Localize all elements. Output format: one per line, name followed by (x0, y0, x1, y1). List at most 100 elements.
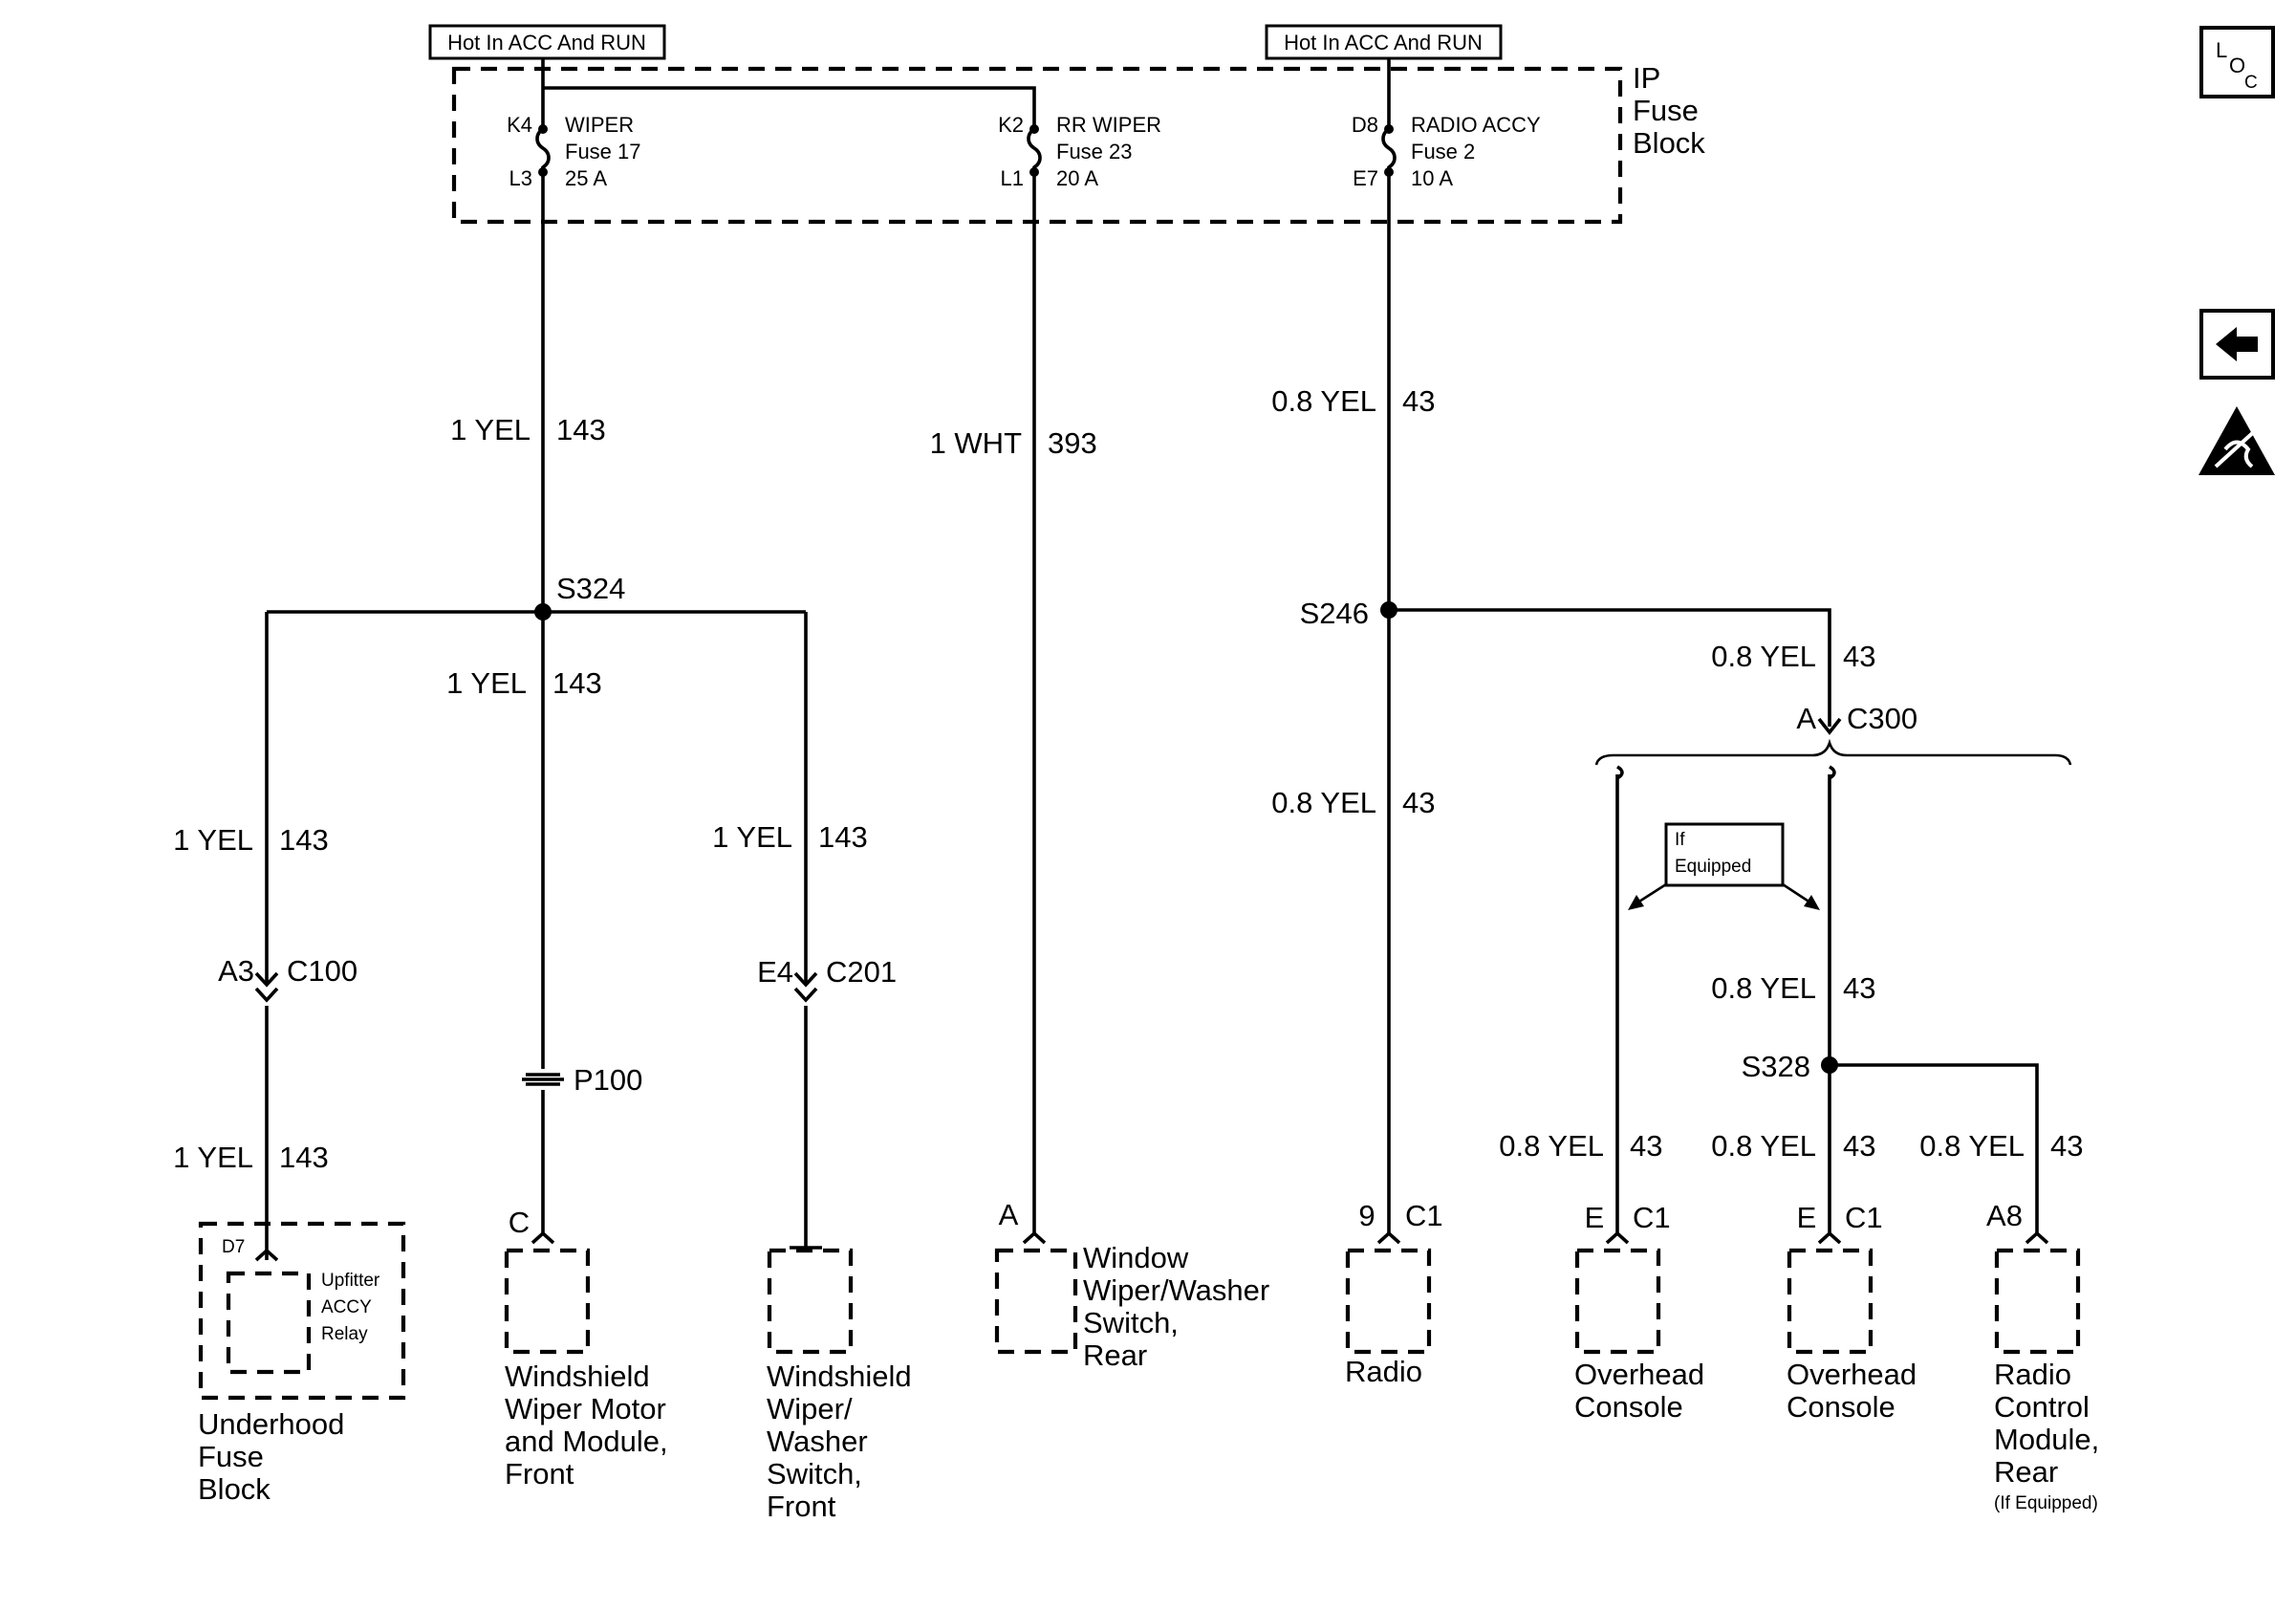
esd-warning-icon (2199, 406, 2275, 475)
svg-text:Radio: Radio (1345, 1355, 1422, 1388)
svg-text:43: 43 (1843, 1129, 1875, 1163)
if-equipped-note: If Equipped (1628, 822, 1820, 910)
connector-c100-symbol (254, 971, 279, 1003)
svg-text:1 YEL: 1 YEL (450, 413, 531, 446)
svg-text:Fuse: Fuse (1633, 94, 1699, 127)
svg-text:IP: IP (1633, 61, 1660, 95)
wire-43-radio-rear (1830, 1063, 2039, 1233)
svg-text:Console: Console (1574, 1390, 1683, 1424)
svg-text:Switch,: Switch, (767, 1457, 862, 1490)
svg-text:P100: P100 (574, 1063, 642, 1097)
svg-text:A: A (1796, 702, 1816, 735)
svg-text:Console: Console (1787, 1390, 1895, 1424)
svg-text:K4: K4 (507, 113, 532, 137)
svg-text:1 WHT: 1 WHT (930, 426, 1023, 460)
svg-text:43: 43 (1843, 971, 1875, 1005)
component-radio: 9 C1 Radio (1345, 1199, 1443, 1388)
svg-text:143: 143 (279, 1141, 329, 1174)
svg-text:E: E (1797, 1201, 1817, 1234)
svg-text:143: 143 (818, 820, 868, 854)
fuse-wiper: K4 L3 WIPER Fuse 17 25 A (507, 88, 641, 190)
svg-text:Hot In ACC And RUN: Hot In ACC And RUN (1284, 31, 1483, 54)
svg-text:Relay: Relay (321, 1324, 368, 1344)
svg-text:E: E (1585, 1201, 1605, 1234)
svg-text:A: A (999, 1198, 1019, 1231)
svg-text:and Module,: and Module, (505, 1425, 668, 1458)
svg-text:Wiper Motor: Wiper Motor (505, 1392, 666, 1425)
component-rear-switch: A Window Wiper/Washer Switch, Rear (994, 1198, 1269, 1372)
svg-text:0.8 YEL: 0.8 YEL (1499, 1129, 1604, 1163)
svg-text:Front: Front (505, 1457, 574, 1490)
splice-s324-label: S324 (556, 572, 625, 605)
svg-text:A8: A8 (1986, 1199, 2023, 1232)
svg-text:L3: L3 (509, 166, 532, 190)
svg-text:393: 393 (1048, 426, 1097, 460)
component-underhood-fuse-block: D7 Upfitter ACCY Relay Underhood Fuse Bl… (198, 1221, 406, 1506)
svg-text:K2: K2 (998, 113, 1024, 137)
svg-text:Overhead: Overhead (1574, 1358, 1704, 1391)
component-washer-switch: Windshield Wiper/ Washer Switch, Front (767, 1248, 912, 1523)
svg-text:C300: C300 (1847, 702, 1917, 735)
svg-text:Wiper/Washer: Wiper/Washer (1083, 1273, 1269, 1307)
svg-text:Underhood: Underhood (198, 1407, 344, 1441)
svg-text:Switch,: Switch, (1083, 1306, 1179, 1339)
svg-text:Hot In ACC And RUN: Hot In ACC And RUN (447, 31, 646, 54)
terminal-symbols (254, 1230, 2049, 1262)
svg-text:A3: A3 (218, 954, 254, 988)
svg-text:Block: Block (1633, 126, 1705, 160)
svg-text:0.8 YEL: 0.8 YEL (1711, 1129, 1816, 1163)
svg-text:ACCY: ACCY (321, 1297, 372, 1317)
loc-button[interactable]: L O C (2199, 26, 2275, 98)
back-arrow-icon[interactable] (2199, 309, 2275, 380)
svg-text:Control: Control (1994, 1390, 2090, 1424)
ip-fuse-block-label: IP Fuse Block (1633, 61, 1705, 160)
svg-text:C1: C1 (1633, 1201, 1671, 1234)
svg-text:Rear: Rear (1994, 1455, 2058, 1489)
svg-text:Fuse 2: Fuse 2 (1411, 140, 1475, 163)
svg-text:If: If (1675, 830, 1685, 850)
svg-text:Block: Block (198, 1472, 271, 1506)
wire-43-s246-branch (1389, 608, 1831, 727)
svg-text:L: L (2216, 38, 2227, 62)
svg-text:20 A: 20 A (1056, 166, 1098, 190)
wire-43-overhead-1 (1615, 765, 1624, 1233)
wire-labels: 1 YEL 143 1 WHT 393 0.8 YEL 43 1 YEL 143… (173, 384, 2083, 1174)
component-overhead-console-1: E C1 Overhead Console (1574, 1201, 1704, 1424)
svg-text:Radio: Radio (1994, 1358, 2071, 1391)
fuse-radio-accy: D8 E7 RADIO ACCY Fuse 2 10 A (1352, 59, 1541, 190)
svg-text:Fuse 17: Fuse 17 (565, 140, 641, 163)
connector-c201-symbol (793, 971, 818, 1003)
svg-text:1 YEL: 1 YEL (173, 1141, 253, 1174)
svg-text:0.8 YEL: 0.8 YEL (1919, 1129, 2025, 1163)
svg-text:WIPER: WIPER (565, 113, 634, 137)
component-wiper-motor: C Windshield Wiper Motor and Module, Fro… (504, 1206, 668, 1490)
svg-text:43: 43 (1843, 640, 1875, 673)
svg-text:0.8 YEL: 0.8 YEL (1711, 640, 1816, 673)
connector-p100-symbol (522, 1073, 564, 1086)
fuse-bus-bar (541, 59, 1036, 129)
splice-s246-label: S246 (1300, 597, 1369, 630)
svg-text:1 YEL: 1 YEL (712, 820, 792, 854)
connector-c300-brace (1594, 738, 2072, 766)
svg-text:Windshield: Windshield (505, 1360, 650, 1393)
svg-text:C1: C1 (1845, 1201, 1883, 1234)
svg-text:43: 43 (1630, 1129, 1662, 1163)
svg-text:Fuse 23: Fuse 23 (1056, 140, 1133, 163)
svg-text:Wiper/: Wiper/ (767, 1392, 853, 1425)
svg-text:43: 43 (1402, 786, 1435, 819)
svg-text:RR WIPER: RR WIPER (1056, 113, 1161, 137)
svg-text:D7: D7 (222, 1237, 245, 1257)
hot-label-right: Hot In ACC And RUN (1265, 24, 1503, 60)
splice-s328-label: S328 (1742, 1050, 1810, 1083)
wire-43-overhead-2 (1828, 765, 1836, 1233)
svg-text:D8: D8 (1352, 113, 1378, 137)
svg-text:L1: L1 (1001, 166, 1024, 190)
svg-text:43: 43 (2050, 1129, 2083, 1163)
svg-text:E4: E4 (757, 955, 793, 989)
svg-text:Washer: Washer (767, 1425, 868, 1458)
svg-text:O: O (2229, 54, 2245, 77)
svg-text:Upfitter: Upfitter (321, 1271, 380, 1291)
ip-fuse-block-outline (451, 66, 1623, 225)
svg-text:C201: C201 (826, 955, 897, 989)
